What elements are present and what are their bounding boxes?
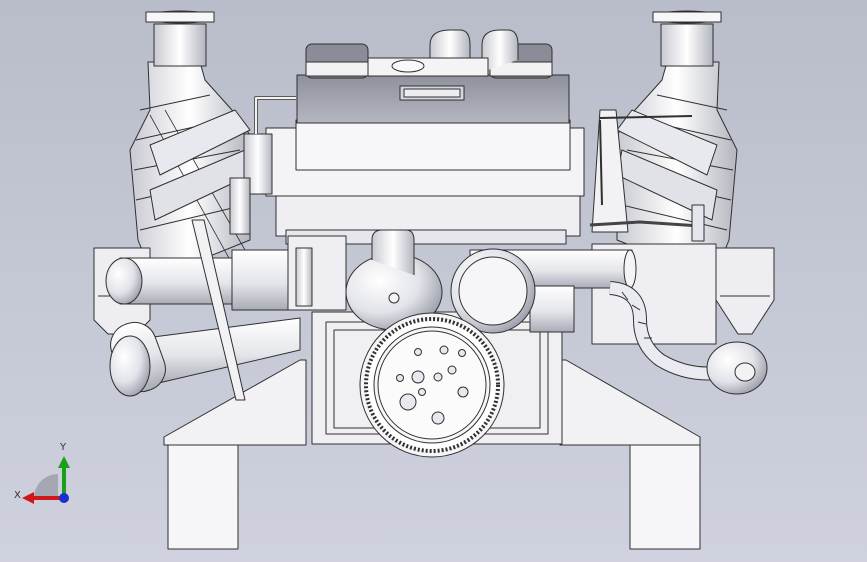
control-cable-right[interactable] (589, 115, 705, 242)
exhaust-pipe-lower-left[interactable] (104, 316, 301, 398)
support-rod-left[interactable] (191, 219, 246, 401)
intake-cap-left[interactable] (305, 43, 369, 79)
mount-foot-left[interactable] (163, 359, 307, 550)
coordinate-triad: Y X (10, 438, 80, 510)
exhaust-outlet-right[interactable] (652, 10, 722, 67)
coolant-hose-right[interactable] (609, 281, 768, 395)
alternator[interactable] (450, 248, 536, 334)
y-axis-label: Y (60, 442, 67, 453)
valve-cover[interactable] (296, 74, 570, 124)
crankshaft-pulley[interactable] (359, 312, 505, 458)
exhaust-manifold-left[interactable] (129, 61, 251, 271)
exhaust-outlet-left[interactable] (145, 10, 215, 67)
exhaust-pipe-upper-left[interactable] (105, 249, 293, 311)
mount-foot-right[interactable] (559, 359, 701, 550)
side-housing-right[interactable] (715, 247, 775, 335)
exhaust-manifold-right[interactable] (616, 61, 738, 271)
cam-pulley-left[interactable] (229, 133, 273, 235)
cylinder-head[interactable] (265, 119, 585, 245)
x-axis-label: X (14, 490, 21, 501)
breather-line[interactable] (254, 96, 296, 134)
water-pump-housing[interactable] (287, 229, 443, 331)
intake-tube-top[interactable] (367, 29, 519, 77)
